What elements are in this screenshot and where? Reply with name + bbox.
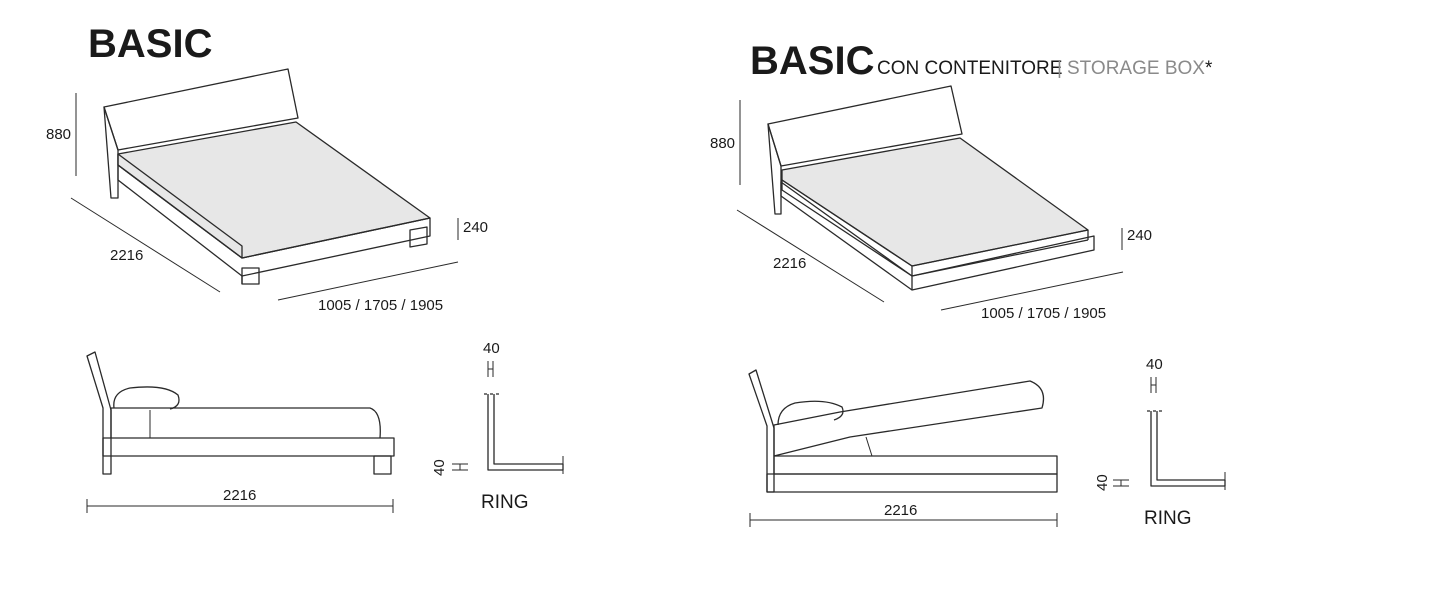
right-side-length-label: 2216 bbox=[884, 502, 917, 519]
right-side-view bbox=[748, 369, 1058, 493]
right-ring-profile bbox=[1113, 377, 1226, 490]
right-ring-top-dim: 40 bbox=[1146, 356, 1163, 373]
left-side-mattress bbox=[110, 407, 381, 439]
left-side-view bbox=[86, 351, 395, 475]
left-foot-right bbox=[409, 226, 428, 248]
left-ring-top-dim: 40 bbox=[483, 340, 500, 357]
right-isometric-bed bbox=[767, 85, 1095, 291]
left-height-label: 880 bbox=[46, 126, 71, 143]
right-ring-l-shape bbox=[1150, 411, 1226, 487]
left-base-height-label: 240 bbox=[463, 219, 488, 236]
right-length-label: 2216 bbox=[773, 255, 806, 272]
right-headboard-side bbox=[767, 123, 782, 215]
right-base-height-label: 240 bbox=[1127, 227, 1152, 244]
right-separator: | bbox=[1057, 58, 1062, 79]
right-ring-side-dim: 40 bbox=[1094, 474, 1111, 491]
left-ring-side-dim: 40 bbox=[431, 459, 448, 476]
right-subtitle-en: STORAGE BOX bbox=[1067, 58, 1205, 79]
left-ring-label: RING bbox=[481, 492, 529, 513]
left-side-frame bbox=[102, 437, 395, 457]
left-length-label: 2216 bbox=[110, 247, 143, 264]
right-side-lift-arm bbox=[865, 436, 873, 457]
left-headboard-side bbox=[103, 106, 119, 199]
right-title: BASIC bbox=[750, 39, 874, 83]
right-subtitle: CON CONTENITORE bbox=[877, 58, 1062, 79]
left-foot-front bbox=[241, 267, 260, 285]
left-side-pillow bbox=[113, 386, 180, 410]
right-height-label: 880 bbox=[710, 135, 735, 152]
left-mattress-side bbox=[117, 153, 243, 259]
right-ring-label: RING bbox=[1144, 508, 1192, 529]
left-ring-l-shape bbox=[487, 394, 564, 471]
left-side-length-label: 2216 bbox=[223, 487, 256, 504]
right-side-storage bbox=[773, 455, 1058, 475]
right-side-lifted-mattress bbox=[773, 380, 1045, 457]
left-isometric-bed bbox=[103, 68, 431, 285]
right-side-frame bbox=[766, 473, 1058, 493]
left-widths-label: 1005 / 1705 / 1905 bbox=[318, 297, 443, 314]
left-side-foot bbox=[373, 455, 392, 475]
right-side-pillow bbox=[777, 400, 844, 426]
right-asterisk: * bbox=[1205, 58, 1213, 79]
left-mattress-top bbox=[117, 121, 431, 259]
right-widths-label: 1005 / 1705 / 1905 bbox=[981, 305, 1106, 322]
left-side-headboard bbox=[86, 351, 112, 475]
left-ring-profile bbox=[452, 361, 564, 474]
left-title: BASIC bbox=[88, 22, 212, 66]
